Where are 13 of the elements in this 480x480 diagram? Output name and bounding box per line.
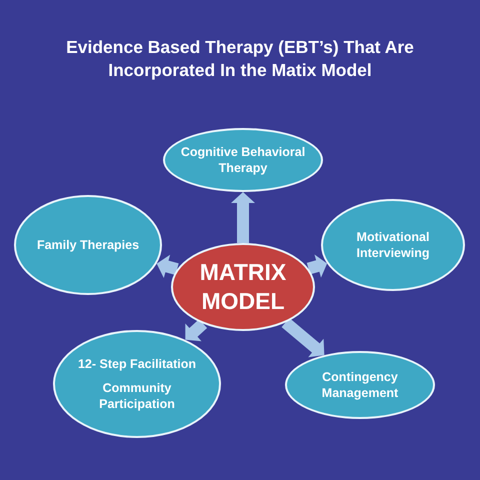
block-arrow	[231, 192, 255, 243]
node-label: Contingency Management	[320, 368, 400, 402]
block-arrow	[185, 319, 208, 342]
node-label: Community Participation	[98, 380, 176, 412]
node-label: Family Therapies	[36, 236, 140, 254]
block-arrow	[156, 254, 179, 278]
node-label: Motivational Interviewing	[356, 228, 430, 262]
node-label: MATRIX MODEL	[198, 258, 288, 316]
title: Evidence Based Therapy (EBT’s) That Are Incorporated In the Matix Model	[65, 36, 415, 82]
node-label: Cognitive Behavioral Therapy	[180, 144, 306, 176]
node-label: 12- Step Facilitation	[78, 356, 196, 372]
block-arrow	[282, 318, 324, 358]
block-arrow	[306, 254, 328, 278]
